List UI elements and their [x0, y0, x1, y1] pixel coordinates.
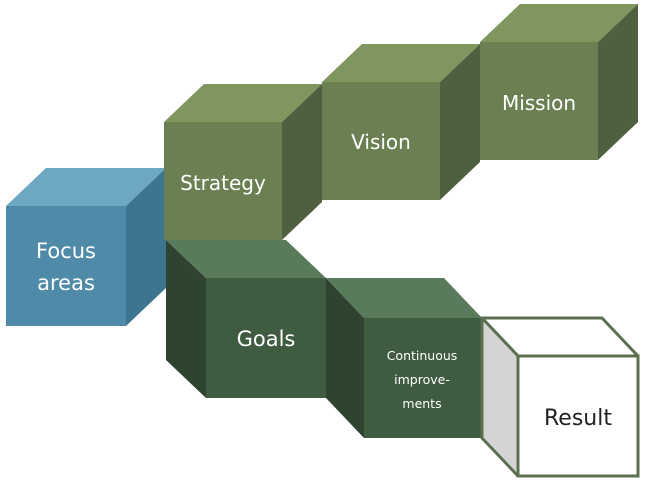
mission-cube: Mission [480, 4, 638, 160]
focus-areas-cube: Focus areas [6, 168, 166, 326]
continuous-improvements-label-line3: ments [402, 396, 441, 411]
strategy-cube: Strategy [164, 84, 322, 240]
strategy-label: Strategy [180, 171, 266, 195]
goals-cube-side [326, 278, 364, 438]
goals-back-cube [166, 240, 326, 398]
continuous-improvements-cube-top [326, 278, 482, 318]
mission-cube-top [480, 4, 638, 42]
focus-areas-cube-side [126, 168, 166, 326]
focus-areas-cube-top [6, 168, 166, 206]
continuous-improvements-cube: Continuous improve- ments [326, 278, 482, 438]
goals-cube: Goals [206, 278, 364, 438]
goals-back-cube-side [166, 240, 206, 398]
focus-areas-label-line2: areas [37, 271, 95, 295]
vision-cube-front [322, 82, 440, 200]
continuous-improvements-cube-front [364, 318, 482, 438]
result-label: Result [544, 406, 612, 431]
mission-cube-side [598, 4, 638, 160]
vision-cube: Vision [322, 44, 480, 200]
vision-cube-top [322, 44, 480, 82]
strategy-cube-top [164, 84, 322, 122]
continuous-improvements-label-line2: improve- [394, 372, 450, 387]
focus-areas-label-line1: Focus [36, 239, 96, 263]
result-cube-front [516, 354, 640, 478]
goals-cube-front [206, 278, 326, 398]
focus-areas-cube-front [6, 206, 126, 326]
goals-label: Goals [237, 327, 296, 351]
strategy-cube-front [164, 122, 282, 240]
strategy-cube-side [282, 84, 322, 240]
vision-label: Vision [351, 130, 411, 154]
result-cube: Result [480, 316, 640, 478]
goals-back-cube-top [166, 240, 326, 278]
mission-label: Mission [502, 91, 576, 115]
continuous-improvements-label-line1: Continuous [387, 348, 458, 363]
vision-cube-side [440, 44, 480, 200]
mission-cube-front [480, 42, 598, 160]
